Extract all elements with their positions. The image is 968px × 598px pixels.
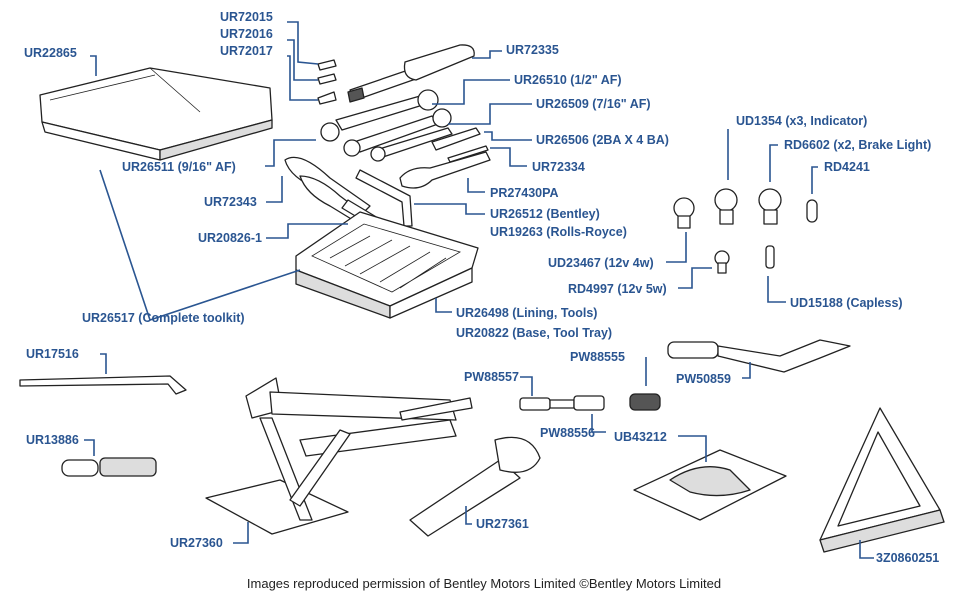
- toolkit-cover-drawing: [39, 67, 273, 161]
- label-ud1354: UD1354 (x3, Indicator): [736, 114, 868, 128]
- label-rd4241: RD4241: [824, 160, 870, 174]
- jack-drawing: [205, 377, 473, 535]
- label-ur72015: UR72015: [220, 10, 273, 24]
- wheel-brace-drawing: [19, 375, 187, 477]
- label-ud23467: UD23467 (12v 4w): [548, 256, 654, 270]
- label-ur13886: UR13886: [26, 433, 79, 447]
- label-ur26512: UR26512 (Bentley): [490, 207, 600, 221]
- label-ur26498: UR26498 (Lining, Tools): [456, 306, 598, 320]
- label-ur22865: UR22865: [24, 46, 77, 60]
- label-ur72343: UR72343: [204, 195, 257, 209]
- leader-lines: [84, 21, 874, 559]
- label-ur17516: UR17516: [26, 347, 79, 361]
- spanners-drawing: [320, 89, 491, 189]
- tool-tray-drawing: [295, 211, 479, 319]
- screwdrivers-drawing: [317, 44, 475, 105]
- label-ur27360: UR27360: [170, 536, 223, 550]
- ratchet-drawing: [409, 436, 541, 537]
- label-ur26506: UR26506 (2BA X 4 BA): [536, 133, 669, 147]
- label-ur20826: UR20826-1: [198, 231, 262, 245]
- label-pw50859: PW50859: [676, 372, 731, 386]
- label-rd4997: RD4997 (12v 5w): [568, 282, 667, 296]
- label-pw88556: PW88556: [540, 426, 595, 440]
- label-ur19263: UR19263 (Rolls-Royce): [490, 225, 627, 239]
- bulbs-drawing: [673, 188, 818, 274]
- gloves-drawing: [633, 449, 787, 521]
- label-pw88557: PW88557: [464, 370, 519, 384]
- label-rd6602: RD6602 (x2, Brake Light): [784, 138, 932, 152]
- label-ur72335: UR72335: [506, 43, 559, 57]
- label-ur26517: UR26517 (Complete toolkit): [82, 311, 245, 325]
- label-ud15188: UD15188 (Capless): [790, 296, 903, 310]
- warning-triangle-drawing: [819, 407, 945, 553]
- label-pw88555: PW88555: [570, 350, 625, 364]
- copyright-credit: Images reproduced permission of Bentley …: [246, 576, 722, 591]
- pliers-drawing: [284, 156, 413, 229]
- label-ur72017: UR72017: [220, 44, 273, 58]
- sockets-drawing: [519, 339, 851, 411]
- label-ur26509: UR26509 (7/16" AF): [536, 97, 651, 111]
- label-ub43212: UB43212: [614, 430, 667, 444]
- label-ur26510: UR26510 (1/2" AF): [514, 73, 622, 87]
- label-pr27430pa: PR27430PA: [490, 186, 559, 200]
- label-ur72016: UR72016: [220, 27, 273, 41]
- label-ur27361: UR27361: [476, 517, 529, 531]
- label-ur20822: UR20822 (Base, Tool Tray): [456, 326, 613, 340]
- label-ur72334: UR72334: [532, 160, 585, 174]
- label-3z0860251: 3Z0860251: [876, 551, 940, 565]
- label-ur26511: UR26511 (9/16" AF): [122, 160, 236, 174]
